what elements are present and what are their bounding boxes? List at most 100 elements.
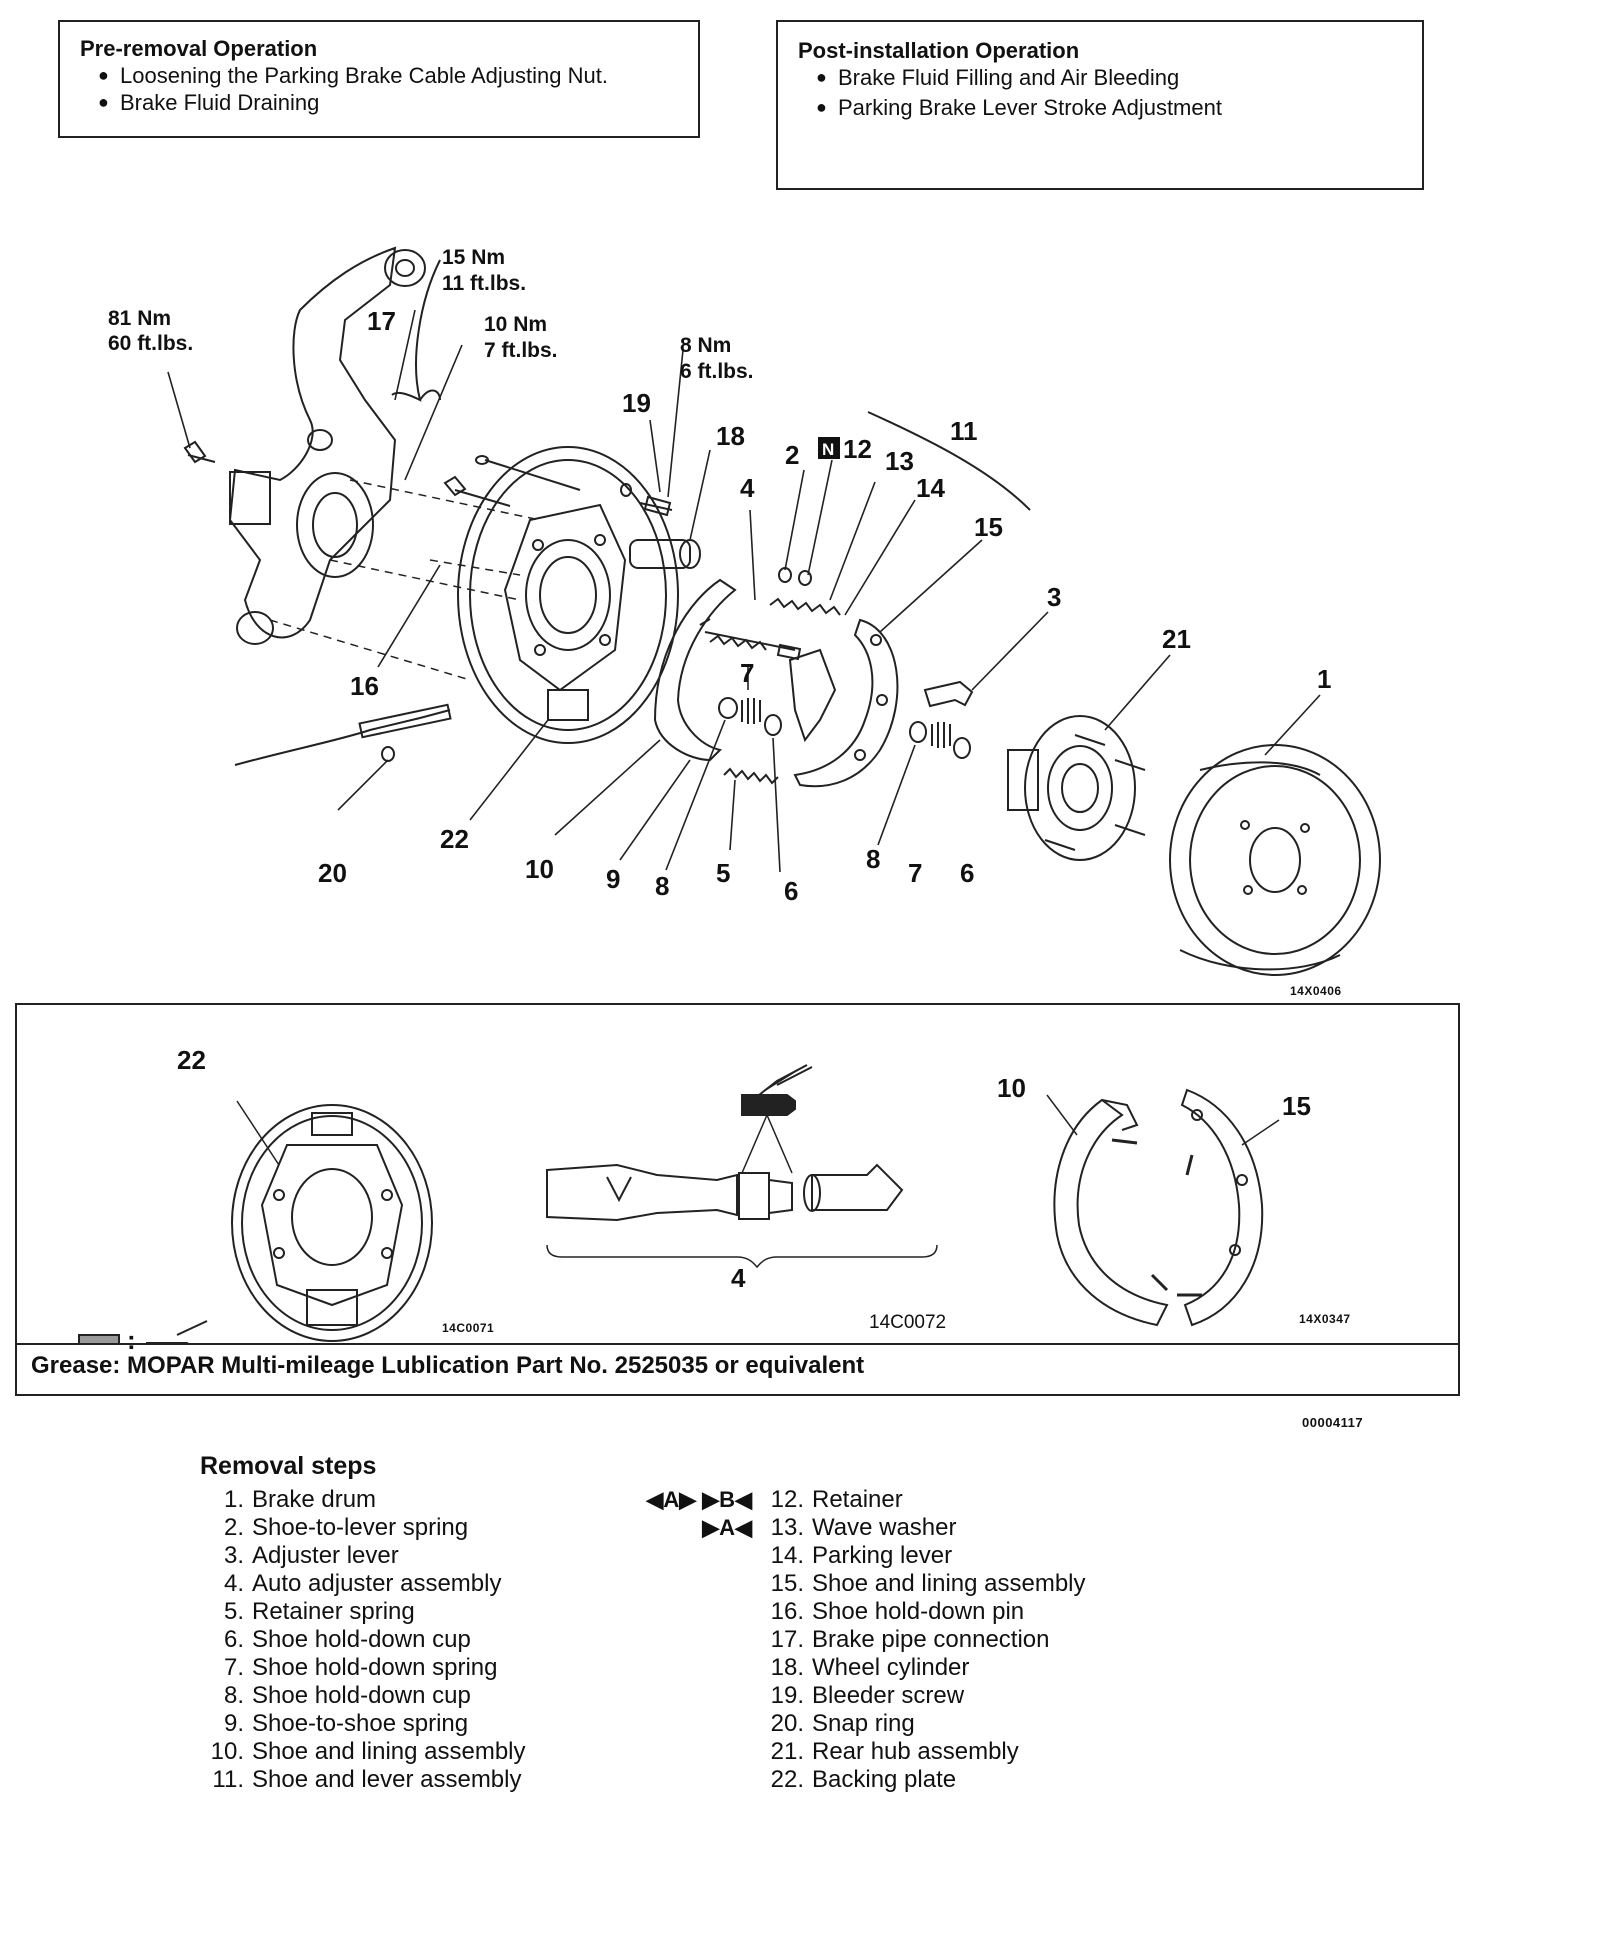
- pre-removal-box: Pre-removal Operation Loosening the Park…: [58, 20, 700, 138]
- removal-step-text: Adjuster lever: [252, 1542, 399, 1569]
- removal-step-text: Parking lever: [812, 1542, 953, 1569]
- callout-18: 18: [716, 421, 745, 451]
- removal-step-number: 7.: [223, 1654, 244, 1681]
- shoe-15-drawing: [793, 618, 899, 788]
- callout-14: 14: [916, 473, 945, 503]
- callout-3: 3: [1047, 582, 1061, 612]
- torque-8nm: 8 Nm: [680, 334, 731, 357]
- removal-step: 11.Shoe and lever assembly: [200, 1766, 526, 1794]
- detail-backing-plate-drawing: [231, 1104, 433, 1342]
- removal-step-text: Brake drum: [252, 1486, 377, 1513]
- torque-6ftlbs: 6 ft.lbs.: [680, 360, 754, 383]
- removal-step-text: Shoe hold-down cup: [252, 1626, 471, 1653]
- removal-step-text: Shoe hold-down cup: [252, 1682, 471, 1709]
- removal-step-text: Wheel cylinder: [812, 1654, 970, 1681]
- torque-10nm: 10 Nm: [484, 313, 547, 336]
- callout-12: 12: [843, 434, 872, 464]
- knuckle-bushing-drawing: [384, 249, 426, 287]
- removal-step: 19. Bleeder screw: [572, 1682, 1086, 1710]
- service-point-marks: [572, 1570, 752, 1598]
- removal-step-number: 16.: [770, 1598, 804, 1625]
- figure-code-detail1: 14C0071: [442, 1321, 495, 1335]
- retainer-spring-drawing: [723, 767, 779, 785]
- removal-step: 9.Shoe-to-shoe spring: [200, 1710, 526, 1738]
- removal-step-text: Shoe and lining assembly: [252, 1738, 526, 1765]
- removal-step-number: 21.: [770, 1738, 804, 1765]
- pre-removal-title: Pre-removal Operation: [80, 36, 318, 61]
- grease-note: Grease: MOPAR Multi-mileage Lublication …: [31, 1352, 865, 1379]
- service-point-marks: ▶A◀: [702, 1515, 752, 1540]
- torque-11ftlbs: 11 ft.lbs.: [442, 272, 526, 295]
- knuckle-arm-drawing: [228, 246, 397, 639]
- removal-step-number: 18.: [770, 1654, 804, 1681]
- removal-step-number: 11.: [212, 1766, 244, 1793]
- removal-step-number: 19.: [770, 1682, 804, 1709]
- removal-step-text: Shoe hold-down pin: [812, 1598, 1025, 1625]
- detail-shoe-15-drawing: [1180, 1088, 1264, 1327]
- post-installation-title: Post-installation Operation: [798, 38, 1080, 63]
- grease-gun-icon: [741, 1064, 813, 1116]
- callout-20: 20: [318, 858, 347, 888]
- callout-16: 16: [350, 671, 379, 701]
- removal-step: 3.Adjuster lever: [200, 1542, 526, 1570]
- callout-8-right: 8: [866, 844, 880, 874]
- removal-step-number: 17.: [770, 1626, 804, 1653]
- exploded-brake-diagram: 81 Nm 60 ft.lbs. 15 Nm 11 ft.lbs. 10 Nm …: [108, 246, 1381, 998]
- removal-step-number: 12.: [770, 1486, 804, 1513]
- removal-step-text: Bleeder screw: [812, 1682, 965, 1709]
- new-part-badge-letter: N: [822, 440, 834, 459]
- removal-step-number: 13.: [770, 1514, 804, 1541]
- service-point-marks: [572, 1626, 752, 1654]
- removal-step-number: 6.: [223, 1626, 244, 1653]
- removal-step-text: Brake pipe connection: [812, 1626, 1050, 1653]
- removal-step-text: Retainer spring: [252, 1598, 415, 1625]
- removal-step-text: Wave washer: [812, 1514, 957, 1541]
- torque-7ftlbs: 7 ft.lbs.: [484, 339, 558, 362]
- removal-step: 15.Shoe and lining assembly: [572, 1570, 1086, 1598]
- pre-removal-item: Brake Fluid Draining: [98, 89, 698, 116]
- service-point-marks: [572, 1766, 752, 1794]
- removal-step-text: Backing plate: [812, 1766, 957, 1793]
- removal-step-text: Rear hub assembly: [812, 1738, 1019, 1765]
- service-point-marks: [572, 1654, 752, 1682]
- grease-legend-colon: :: [127, 1325, 136, 1355]
- service-point-marks: [572, 1682, 752, 1710]
- callout-4: 4: [740, 473, 755, 503]
- removal-step-number: 2.: [223, 1514, 244, 1541]
- torque-60ftlbs: 60 ft.lbs.: [108, 332, 193, 355]
- removal-step-text: Retainer: [812, 1486, 903, 1513]
- figure-code-detail3: 14X0347: [1299, 1312, 1351, 1326]
- torque-81nm: 81 Nm: [108, 307, 171, 330]
- callout-10: 10: [525, 854, 554, 884]
- service-point-marks: ◀A▶ ▶B◀: [646, 1487, 752, 1512]
- removal-step: 6. Shoe hold-down cup: [200, 1626, 526, 1654]
- removal-step: 21. Rear hub assembly: [572, 1738, 1086, 1766]
- removal-step-text: Shoe and lining assembly: [812, 1570, 1086, 1597]
- callout-11: 11: [950, 416, 978, 446]
- removal-step-number: 8.: [223, 1682, 244, 1709]
- post-installation-box: Post-installation Operation Brake Fluid …: [776, 20, 1424, 190]
- removal-step: 8. Shoe hold-down cup: [200, 1682, 526, 1710]
- bracket-11: [867, 411, 1031, 511]
- removal-step: 18. Wheel cylinder: [572, 1654, 1086, 1682]
- detail-callout-15: 15: [1282, 1091, 1311, 1121]
- removal-step-number: 4.: [223, 1570, 244, 1597]
- callout-9: 9: [606, 864, 620, 894]
- removal-step-text: Snap ring: [812, 1710, 915, 1737]
- callout-15: 15: [974, 512, 1003, 542]
- service-point-marks: [572, 1710, 752, 1738]
- removal-step: ◀A▶ ▶B◀ 12. Retainer: [572, 1486, 1086, 1514]
- grease-note-divider: [17, 1343, 1458, 1345]
- removal-step: 7.Shoe hold-down spring: [200, 1654, 526, 1682]
- knuckle-lower-bushing-drawing: [236, 611, 274, 645]
- figure-code-overall: 00004117: [1302, 1415, 1364, 1430]
- removal-step-number: 5.: [223, 1598, 244, 1625]
- bleeder-screw-drawing: [639, 495, 673, 517]
- removal-step-number: 20.: [770, 1710, 804, 1737]
- removal-step-number: 9.: [223, 1710, 244, 1737]
- callout-2: 2: [785, 440, 799, 470]
- callout-6-right: 6: [960, 858, 974, 888]
- detail-callout-10: 10: [997, 1073, 1026, 1103]
- detail-box: 22 4 10 15 : 14C0071 14C0072 14X0347 Gre…: [15, 1003, 1460, 1396]
- shoe-10-drawing: [653, 578, 737, 762]
